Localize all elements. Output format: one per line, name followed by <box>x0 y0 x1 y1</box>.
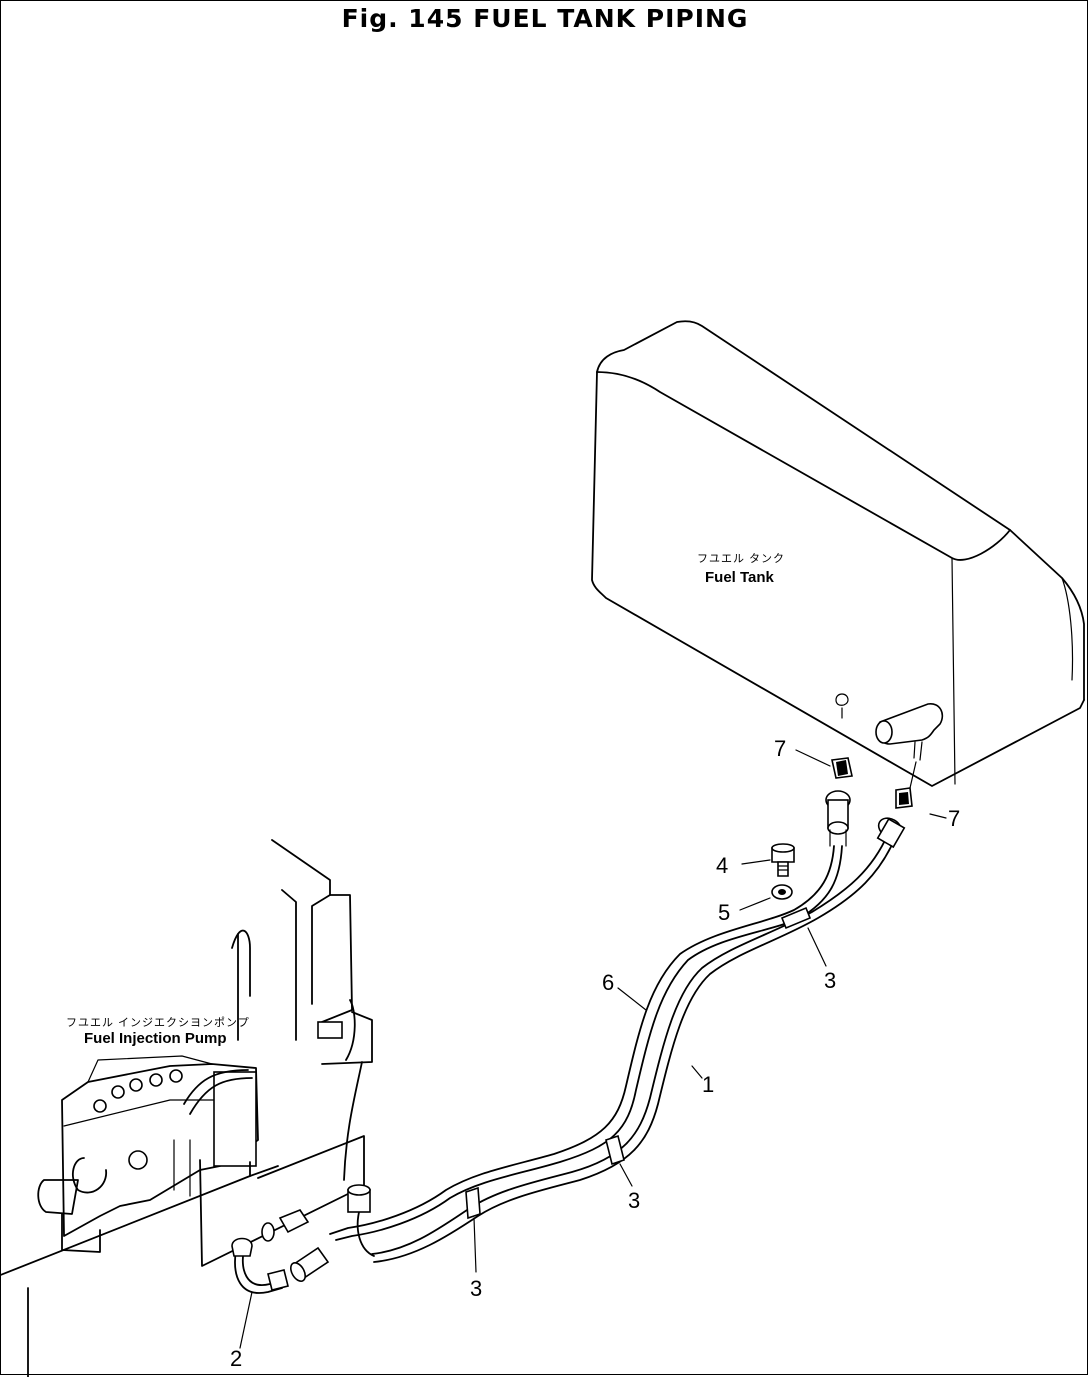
callout-1: 1 <box>702 1072 714 1097</box>
fittings <box>231 757 913 1291</box>
injection-pump-label-jp: フユエル インジエクシヨンポンプ <box>66 1016 250 1029</box>
callout-6: 6 <box>602 970 614 995</box>
callout-5: 5 <box>718 900 730 925</box>
injection-pump: フユエル インジエクシヨンポンプ Fuel Injection Pump <box>0 839 373 1377</box>
callout-7-left: 7 <box>774 736 786 761</box>
callout-4: 4 <box>716 853 728 878</box>
fuel-tank: フユエル タンク Fuel Tank <box>591 320 1085 787</box>
callout-3-lower: 3 <box>470 1276 482 1301</box>
injection-pump-label-en: Fuel Injection Pump <box>84 1030 227 1047</box>
callout-7-right: 7 <box>948 806 960 831</box>
leader-lines <box>239 749 947 1349</box>
fuel-tank-label-jp: フユエル タンク <box>697 552 785 565</box>
fuel-tank-label-en: Fuel Tank <box>705 569 775 586</box>
callout-2: 2 <box>230 1346 242 1371</box>
figure-title: Fig. 145 FUEL TANK PIPING <box>341 4 749 33</box>
callout-3-upper: 3 <box>824 968 836 993</box>
callout-3-middle: 3 <box>628 1188 640 1213</box>
clamp-group <box>465 906 812 1220</box>
